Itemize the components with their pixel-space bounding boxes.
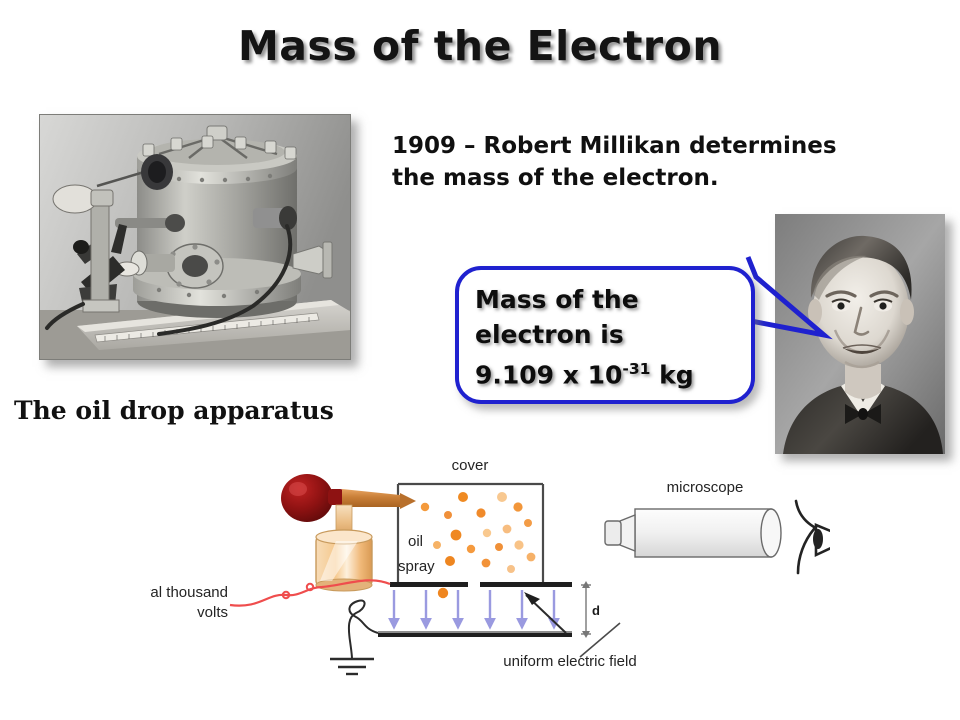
oil-drop-apparatus-photo — [39, 114, 351, 360]
callout-text: Mass of the electron is 9.109 x 10-31 kg — [475, 282, 750, 392]
microscope-icon: microscope — [604, 479, 782, 558]
eye-icon — [794, 499, 830, 575]
plate-separation-dimension — [581, 581, 591, 638]
diagram-label-uniform-electric-field: uniform electric field — [503, 653, 636, 670]
hv-wire — [229, 579, 391, 607]
diagram-label-cover: cover — [452, 457, 489, 474]
callout-bubble: Mass of the electron is 9.109 x 10-31 kg — [455, 266, 755, 404]
callout-value-unit: kg — [650, 360, 694, 390]
millikan-portrait — [775, 214, 945, 454]
apparatus-caption: The oil drop apparatus — [14, 396, 334, 425]
diagram-label-volts-line2: volts — [197, 604, 228, 621]
ground-wire — [347, 599, 379, 660]
callout-value-exponent: -31 — [622, 360, 651, 378]
ground-symbol — [330, 657, 374, 676]
diagram-label-volts-line1: several thousand — [150, 584, 228, 601]
diagram-label-spray: spray — [398, 558, 435, 575]
page-title: Mass of the Electron — [237, 22, 723, 70]
oil-droplets — [420, 492, 536, 599]
field-arrows — [388, 590, 560, 630]
diagram-label-microscope: microscope — [667, 479, 744, 496]
callout-line-2: electron is — [475, 320, 624, 349]
diagram-label-oil: oil — [408, 533, 423, 550]
diagram-label-d: d — [592, 603, 600, 618]
atomizer — [281, 474, 416, 592]
callout-line-1: Mass of the — [475, 285, 639, 314]
callout-value-mantissa: 9.109 x 10 — [475, 360, 623, 390]
oil-drop-experiment-diagram: cover — [150, 445, 830, 685]
body-paragraph: 1909 – Robert Millikan determines the ma… — [392, 133, 837, 191]
